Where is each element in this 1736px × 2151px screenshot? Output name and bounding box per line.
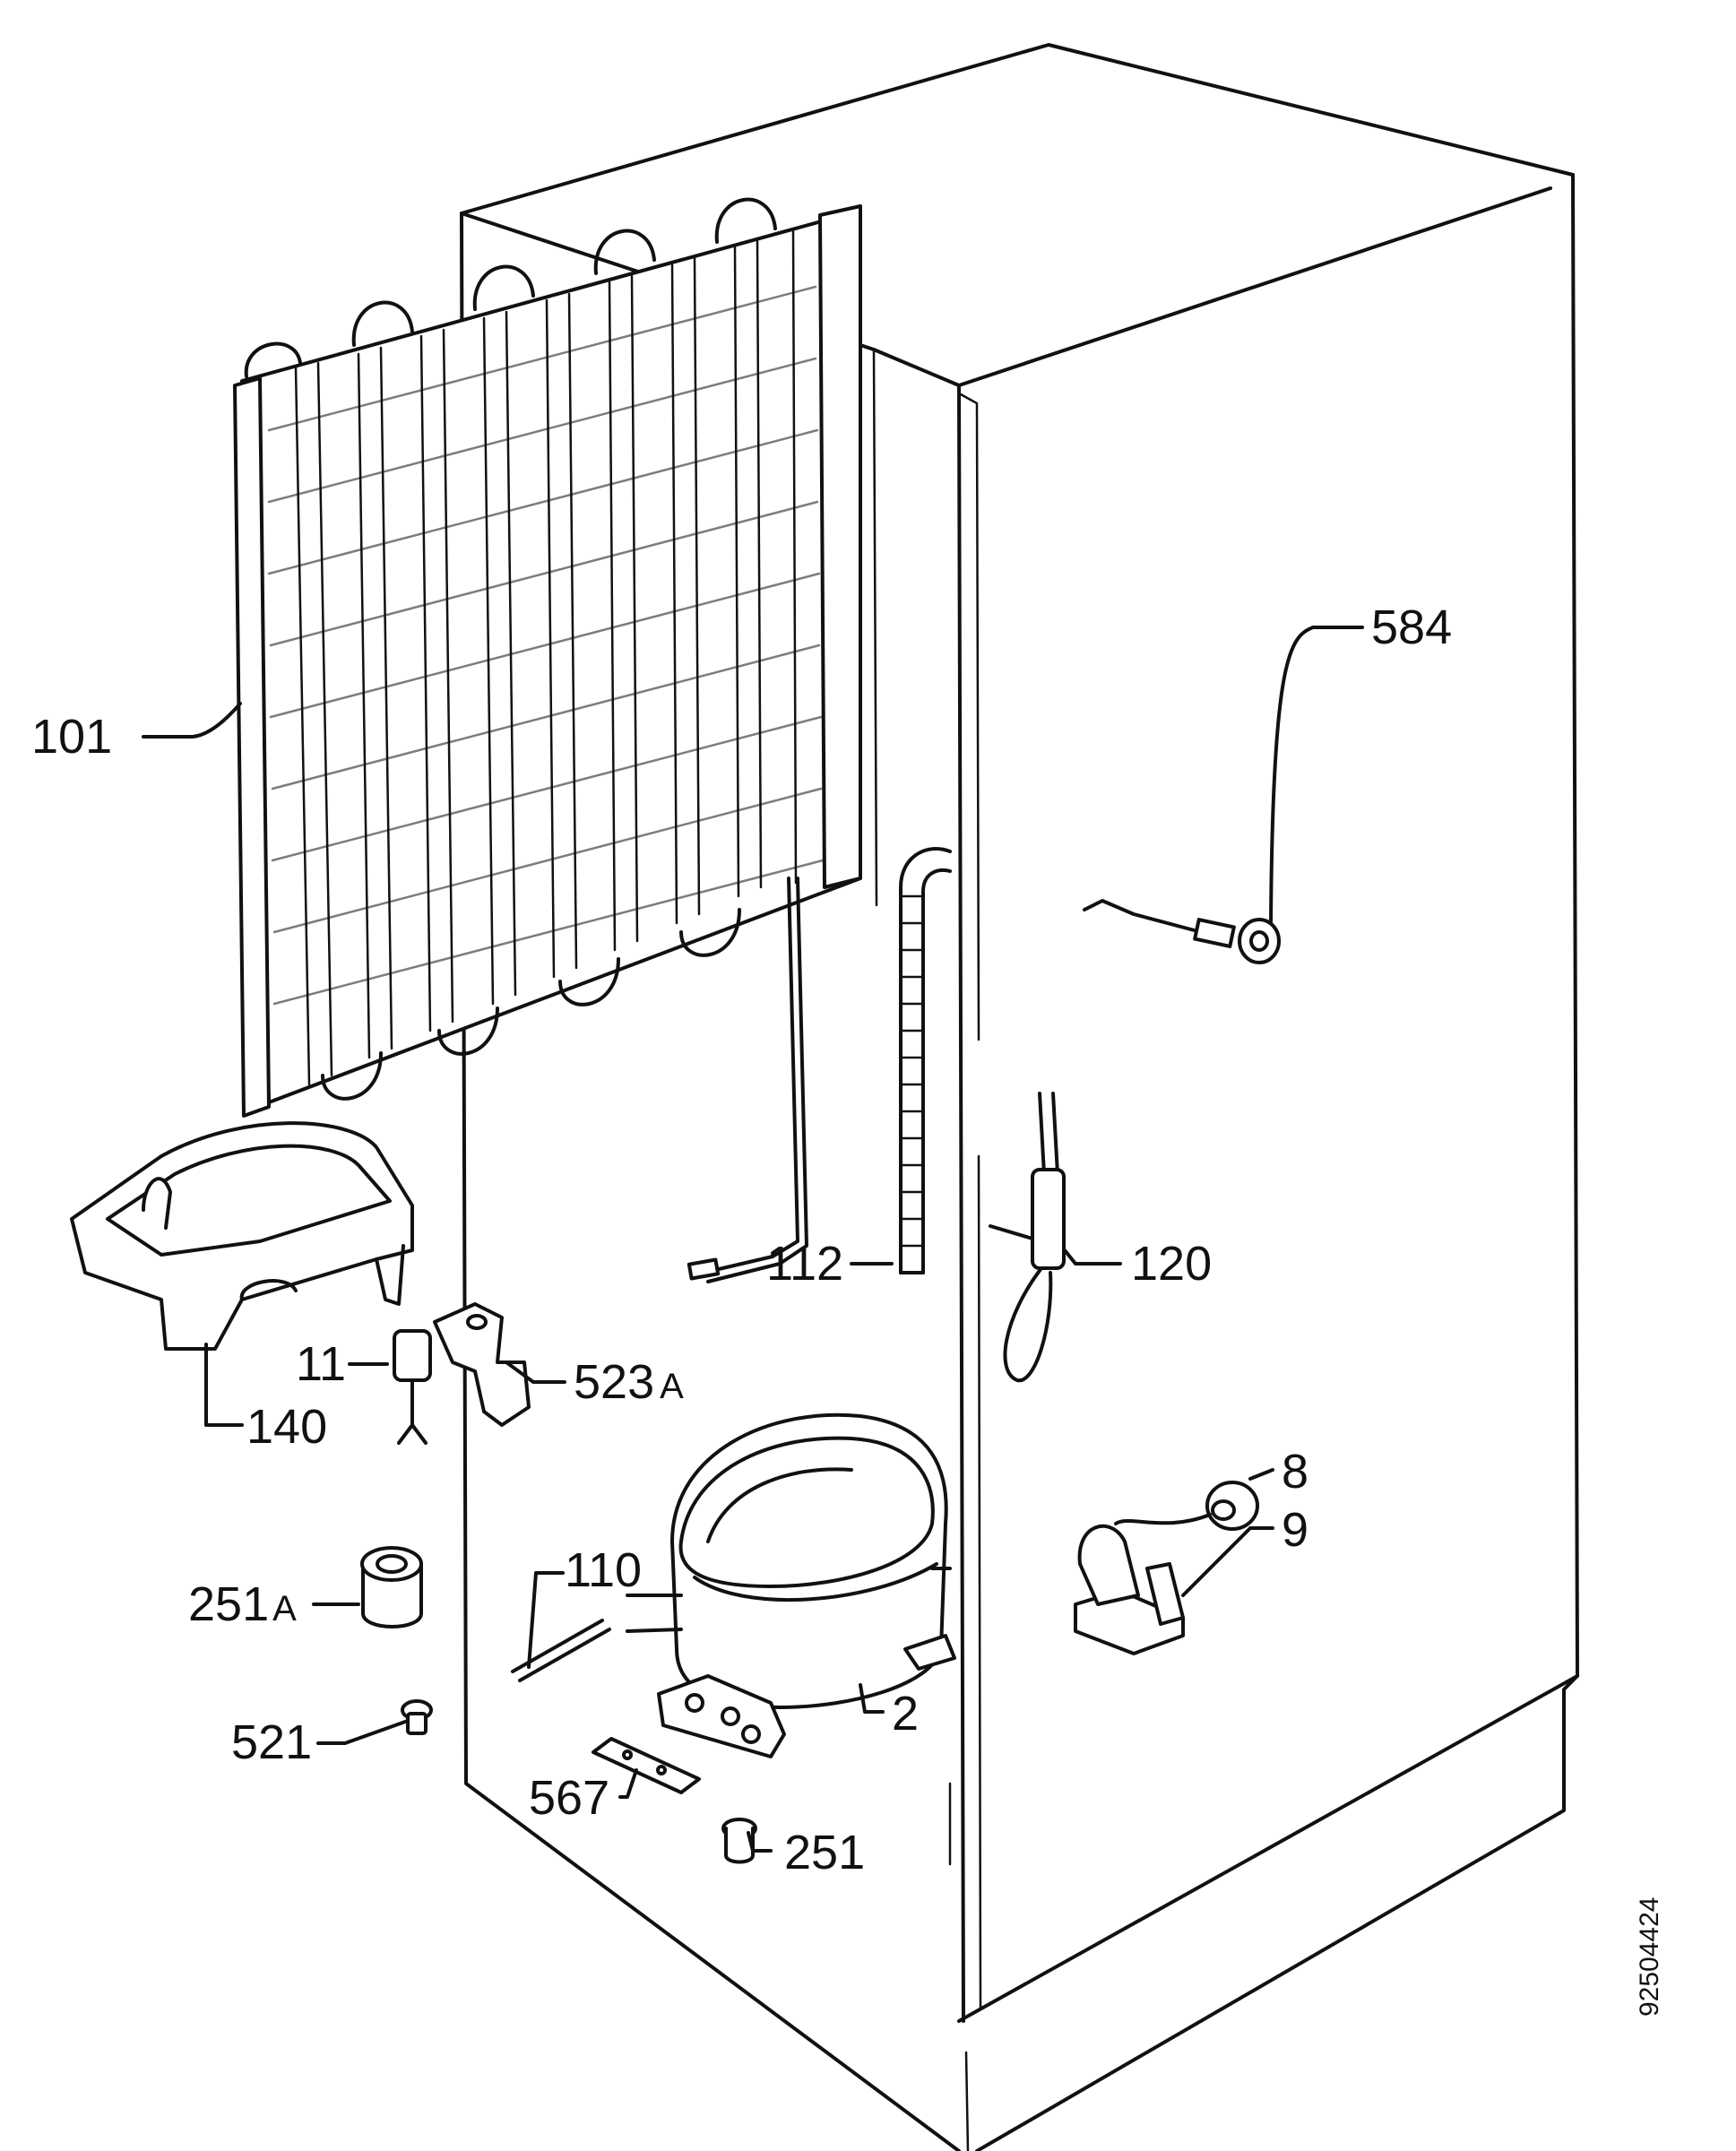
grommet-251 bbox=[721, 1818, 757, 1864]
clip-9 bbox=[1074, 1524, 1185, 1655]
label-140: 140 bbox=[246, 1400, 327, 1454]
label-8: 8 bbox=[1282, 1445, 1308, 1499]
heater-120 bbox=[989, 1092, 1066, 1383]
label-120: 120 bbox=[1131, 1237, 1212, 1291]
label-112: 112 bbox=[766, 1237, 843, 1291]
compressor bbox=[626, 1412, 956, 1758]
screw-521 bbox=[401, 1699, 433, 1735]
label-9: 9 bbox=[1282, 1503, 1308, 1557]
bushing-251a bbox=[360, 1546, 423, 1628]
sensor-584 bbox=[1083, 899, 1281, 964]
label-521: 521 bbox=[231, 1715, 312, 1769]
rod-110 bbox=[511, 1619, 611, 1682]
drain-hose bbox=[899, 846, 952, 1274]
label-110: 110 bbox=[565, 1543, 642, 1597]
drip-tray-140 bbox=[70, 1121, 414, 1351]
leader-lines bbox=[142, 626, 1364, 1853]
label-11: 11 bbox=[296, 1337, 346, 1391]
label-567: 567 bbox=[529, 1771, 609, 1825]
plate-567 bbox=[592, 1737, 701, 1794]
bracket-523a bbox=[433, 1302, 531, 1427]
drawing-number: 92504424 bbox=[1635, 1897, 1664, 2017]
overload-8 bbox=[1114, 1481, 1259, 1531]
label-584: 584 bbox=[1371, 600, 1452, 654]
relay-11 bbox=[393, 1329, 432, 1445]
label-101: 101 bbox=[31, 710, 112, 764]
label-2: 2 bbox=[892, 1687, 919, 1741]
condenser-coil bbox=[233, 197, 862, 1283]
label-251: 251 bbox=[784, 1826, 865, 1879]
